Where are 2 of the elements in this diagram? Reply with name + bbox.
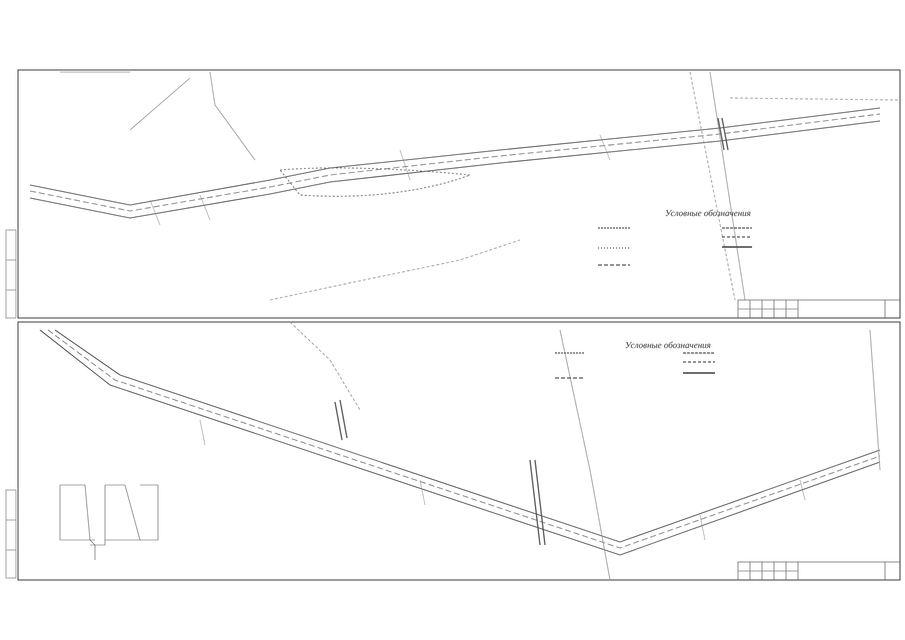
legend-heading: Условные обозначения xyxy=(625,340,711,350)
legend-heading: Условные обозначения xyxy=(665,208,751,218)
